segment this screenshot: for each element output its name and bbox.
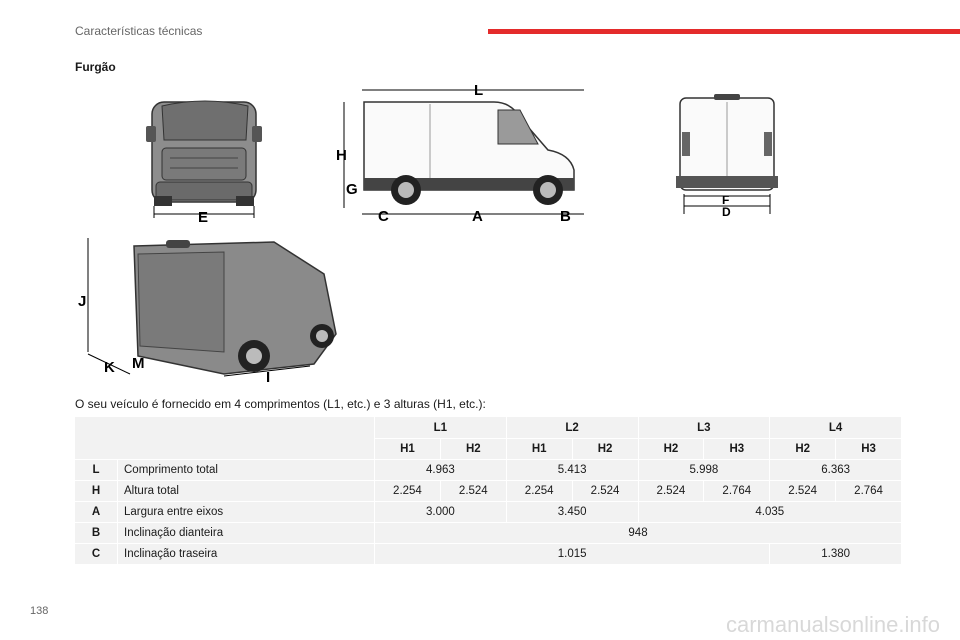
- table-cell: 2.524: [439, 480, 507, 502]
- dim-label-l: L: [474, 82, 483, 99]
- dim-label-c: C: [378, 208, 389, 225]
- row-code: C: [74, 543, 118, 565]
- row-label: Comprimento total: [117, 459, 375, 481]
- table-cell: 4.963: [374, 459, 507, 481]
- height-header: H2: [571, 438, 639, 460]
- table-row-b: B Inclinação dianteira 948: [74, 522, 902, 544]
- dim-label-m: M: [132, 355, 145, 372]
- dim-label-h: H: [336, 147, 347, 164]
- table-row-l: L Comprimento total 4.963 5.413 5.998 6.…: [74, 459, 902, 481]
- height-header: H3: [835, 438, 902, 460]
- dim-label-j: J: [78, 293, 86, 310]
- height-header: H1: [374, 438, 441, 460]
- row-label: Largura entre eixos: [117, 501, 375, 523]
- length-header-l3: L3: [637, 416, 771, 439]
- dim-label-i: I: [266, 369, 270, 386]
- table-cell: 948: [374, 522, 902, 544]
- table-cell: 1.380: [769, 543, 902, 565]
- page-number: 138: [30, 605, 49, 617]
- length-header-l2: L2: [505, 416, 639, 439]
- height-header-row: H1 H2 H1 H2 H2 H3 H2 H3: [75, 438, 902, 460]
- height-header: H2: [637, 438, 705, 460]
- table-cell: 5.998: [637, 459, 771, 481]
- row-label: Inclinação dianteira: [117, 522, 375, 544]
- van-rear-view-figure: F D: [676, 94, 778, 219]
- table-cell: 2.524: [769, 480, 837, 502]
- table-corner: [74, 416, 375, 460]
- table-cell: 2.764: [835, 480, 902, 502]
- table-cell: 3.450: [505, 501, 639, 523]
- van-interior-view-figure: J K M I: [78, 238, 337, 386]
- table-cell: 1.015: [373, 543, 771, 565]
- height-header: H1: [505, 438, 573, 460]
- table-cell: 4.035: [637, 501, 902, 523]
- table-row-a: A Largura entre eixos 3.000 3.450 4.035: [74, 501, 902, 523]
- page-title: Furgão: [75, 60, 116, 74]
- table-cell: 2.524: [637, 480, 705, 502]
- table-cell: 2.254: [374, 480, 441, 502]
- dimensions-table: L1 L2 L3 L4 H1 H2 H1 H2 H2 H3 H2 H3 L Co…: [74, 416, 902, 565]
- row-label: Altura total: [117, 480, 375, 502]
- table-row-c: C Inclinação traseira 1.015 1.380: [74, 543, 902, 565]
- row-label: Inclinação traseira: [117, 543, 375, 565]
- watermark: carmanualsonline.info: [725, 612, 940, 637]
- height-header: H3: [703, 438, 771, 460]
- row-code: B: [74, 522, 118, 544]
- row-code: A: [74, 501, 118, 523]
- van-front-view-figure: E: [146, 100, 262, 226]
- dim-label-g: G: [346, 181, 358, 198]
- table-cell: 2.254: [505, 480, 573, 502]
- table-row-h: H Altura total 2.254 2.524 2.254 2.524 2…: [74, 480, 902, 502]
- length-header-l1: L1: [374, 416, 507, 439]
- dim-label-d: D: [722, 205, 731, 219]
- height-header: H2: [769, 438, 837, 460]
- dim-label-b: B: [560, 208, 571, 225]
- row-code: L: [74, 459, 118, 481]
- dim-label-a: A: [472, 208, 483, 225]
- dim-label-f: F: [722, 193, 729, 207]
- dim-label-k: K: [104, 359, 115, 376]
- table-cell: 2.524: [571, 480, 639, 502]
- table-cell: 3.000: [374, 501, 507, 523]
- table-cell: 2.764: [703, 480, 771, 502]
- table-cell: 5.413: [505, 459, 639, 481]
- length-header-l4: L4: [769, 416, 902, 439]
- van-side-view-figure: L H G C A B: [336, 82, 584, 225]
- intro-text: O seu veículo é fornecido em 4 comprimen…: [75, 397, 486, 411]
- table-cell: 6.363: [769, 459, 902, 481]
- header-accent-bar: [488, 29, 960, 34]
- section-header: Características técnicas: [75, 24, 203, 38]
- dim-label-e: E: [198, 209, 208, 226]
- row-code: H: [74, 480, 118, 502]
- length-header-row: L1 L2 L3 L4: [74, 416, 902, 460]
- height-header: H2: [439, 438, 507, 460]
